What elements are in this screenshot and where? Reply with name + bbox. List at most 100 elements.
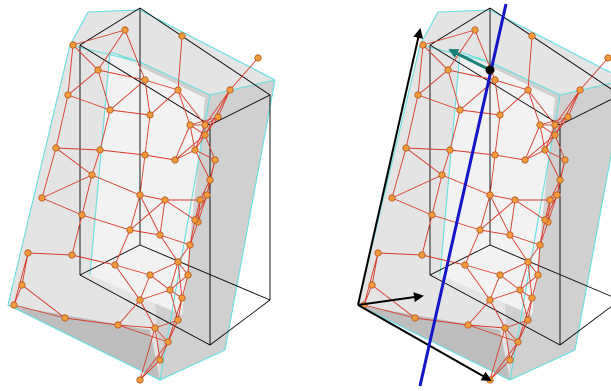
- mesh-node: [447, 147, 453, 153]
- mesh-node: [175, 87, 181, 93]
- mesh-node: [487, 297, 493, 303]
- mesh-node: [492, 77, 498, 83]
- mesh-node: [255, 55, 261, 61]
- mesh-node: [202, 132, 208, 138]
- mesh-node: [69, 252, 75, 258]
- mesh-node: [605, 55, 611, 61]
- mesh-node: [179, 33, 185, 39]
- mesh-node: [369, 282, 375, 288]
- mesh-node: [517, 287, 523, 293]
- mesh-node: [79, 212, 85, 218]
- mesh-node: [215, 114, 221, 120]
- mesh-node: [389, 195, 395, 201]
- mesh-node: [537, 122, 543, 128]
- mesh-node: [70, 42, 76, 48]
- mesh-node: [147, 112, 153, 118]
- mesh-node: [562, 157, 568, 163]
- mesh-node: [502, 325, 508, 331]
- mesh-node: [142, 152, 148, 158]
- mesh-node: [565, 114, 571, 120]
- mesh-node: [577, 87, 583, 93]
- mesh-node: [11, 302, 17, 308]
- mesh-node: [420, 42, 426, 48]
- mesh-node: [439, 172, 445, 178]
- mesh-node: [412, 315, 418, 321]
- mesh-node: [512, 197, 518, 203]
- mesh-node: [202, 122, 208, 128]
- mesh-node: [465, 322, 471, 328]
- mesh-node: [53, 145, 59, 151]
- mesh-node: [175, 259, 181, 265]
- mesh-node: [552, 132, 558, 138]
- mesh-node: [542, 147, 548, 153]
- mesh-node: [197, 197, 203, 203]
- mesh-node: [552, 122, 558, 128]
- mesh-node: [547, 197, 553, 203]
- mesh-node: [25, 250, 31, 256]
- mesh-node: [403, 145, 409, 151]
- mesh-node: [165, 339, 171, 345]
- mesh-node: [472, 27, 478, 33]
- mesh-node: [112, 262, 118, 268]
- mesh-node: [537, 242, 543, 248]
- mesh-node: [97, 147, 103, 153]
- mesh-node: [529, 33, 535, 39]
- mesh-node: [162, 197, 168, 203]
- mesh-node: [415, 92, 421, 98]
- mesh-node: [542, 217, 548, 223]
- mesh-node: [152, 325, 158, 331]
- mesh-node: [557, 177, 563, 183]
- mesh-node: [39, 195, 45, 201]
- mesh-node: [507, 232, 513, 238]
- right-panel: [358, 4, 611, 386]
- mesh-node: [167, 287, 173, 293]
- mesh-node: [525, 317, 531, 323]
- mesh-node: [487, 192, 493, 198]
- mesh-node: [535, 272, 541, 278]
- mesh-node: [375, 250, 381, 256]
- mesh-node: [89, 172, 95, 178]
- mesh-node: [137, 377, 143, 383]
- mesh-node: [107, 107, 113, 113]
- mesh-node: [207, 177, 213, 183]
- mesh-node: [185, 272, 191, 278]
- mesh-node: [522, 157, 528, 163]
- mesh-node: [525, 259, 531, 265]
- mesh-node: [187, 242, 193, 248]
- mesh-node: [204, 192, 210, 198]
- mesh-node: [554, 192, 560, 198]
- mesh-node: [127, 227, 133, 233]
- pivot-point: [486, 66, 495, 75]
- mesh-node: [419, 252, 425, 258]
- mesh-node: [462, 262, 468, 268]
- mesh-node: [457, 107, 463, 113]
- mesh-node: [179, 295, 185, 301]
- mesh-node: [175, 317, 181, 323]
- mesh-node: [212, 157, 218, 163]
- mesh-node: [157, 232, 163, 238]
- mesh-node: [115, 322, 121, 328]
- mesh-node: [529, 295, 535, 301]
- mesh-node: [445, 67, 451, 73]
- mesh-node: [65, 92, 71, 98]
- mesh-node: [95, 67, 101, 73]
- mesh-node: [227, 87, 233, 93]
- mesh-node: [19, 282, 25, 288]
- mesh-node: [507, 357, 513, 363]
- mesh-node: [147, 272, 153, 278]
- mesh-node: [477, 227, 483, 233]
- mesh-node: [122, 27, 128, 33]
- mesh-node: [497, 272, 503, 278]
- mesh-node: [137, 297, 143, 303]
- mesh-node: [157, 357, 163, 363]
- mesh-node: [497, 112, 503, 118]
- mesh-node: [187, 122, 193, 128]
- mesh-node: [525, 87, 531, 93]
- mesh-node: [172, 157, 178, 163]
- mesh-node: [492, 152, 498, 158]
- mesh-node: [192, 147, 198, 153]
- mesh-node: [192, 217, 198, 223]
- mesh-node: [137, 192, 143, 198]
